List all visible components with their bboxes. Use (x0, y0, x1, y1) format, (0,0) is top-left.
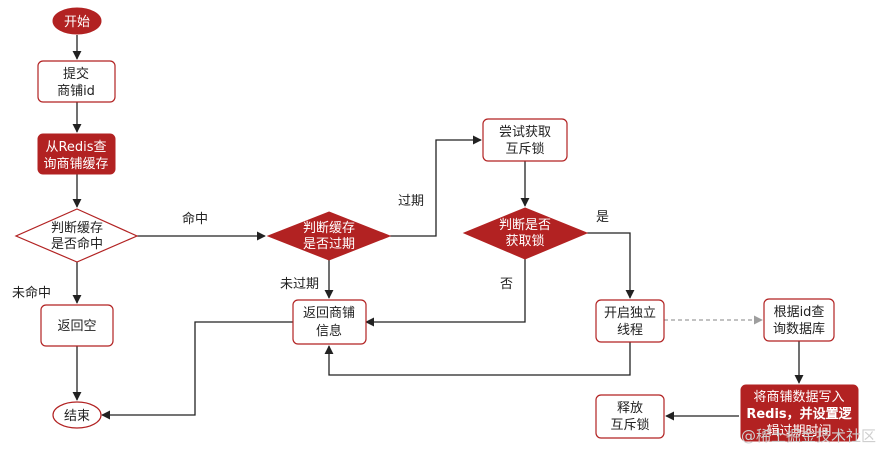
edge-judge-lock-to-start-thread (587, 232, 635, 299)
try-lock-label-line2: 互斥锁 (505, 141, 544, 157)
query-redis-label-line2: 询商铺缓存 (43, 157, 108, 172)
node-try-lock: 尝试获取 互斥锁 (482, 118, 568, 162)
release-lock-label-line1: 释放 (617, 401, 643, 416)
end-label: 结束 (64, 409, 90, 424)
query-redis-box (37, 133, 116, 175)
judge-expired-label-line1: 判断缓存 (303, 221, 355, 236)
edges (72, 35, 804, 421)
return-info-label-line1: 返回商铺 (303, 306, 355, 321)
judge-lock-diamond (462, 207, 589, 260)
start-thread-box (595, 299, 665, 343)
node-judge-lock: 判断是否 获取锁 (462, 207, 589, 260)
query-redis-label-line1: 从Redis查 (45, 140, 106, 155)
write-redis-label-line1: 将商铺数据写入 (753, 390, 844, 405)
query-db-label-line1: 根据id查 (774, 305, 825, 320)
edge-label-no: 否 (500, 277, 513, 292)
node-write-redis: 将商铺数据写入 Redis，并设置逻 辑过期时间 (740, 384, 859, 442)
write-redis-label-line3: 辑过期时间 (766, 424, 831, 439)
release-lock-label-line2: 互斥锁 (610, 417, 649, 433)
query-db-box (763, 298, 835, 342)
node-release-lock: 释放 互斥锁 (595, 394, 665, 439)
judge-hit-label-line1: 判断缓存 (51, 221, 103, 236)
node-judge-expired: 判断缓存 是否过期 (266, 211, 392, 261)
edge-labels: 命中 未命中 过期 未过期 是 否 (12, 194, 609, 301)
judge-hit-diamond (14, 208, 139, 263)
edge-judge-lock-to-return-info (365, 259, 526, 327)
start-thread-label-line1: 开启独立 (604, 306, 656, 321)
judge-expired-diamond (266, 211, 392, 261)
node-return-empty: 返回空 (40, 304, 114, 347)
watermark-text: @稀土掘金技术社区 (741, 427, 876, 445)
node-end: 结束 (52, 401, 102, 429)
try-lock-box (482, 118, 568, 162)
submit-box (37, 60, 116, 103)
edge-label-not-expired: 未过期 (280, 277, 319, 292)
judge-hit-label-line2: 是否命中 (51, 236, 103, 252)
query-db-label-line2: 询数据库 (773, 321, 825, 337)
judge-expired-label-line2: 是否过期 (303, 237, 355, 252)
node-judge-hit: 判断缓存 是否命中 (14, 208, 139, 263)
write-redis-label-line2: Redis，并设置逻 (746, 406, 852, 422)
submit-label-line1: 提交 (63, 66, 89, 82)
edge-label-hit: 命中 (182, 211, 208, 227)
return-info-box (292, 299, 367, 345)
node-submit: 提交 商铺id (37, 60, 116, 103)
submit-label-line2: 商铺id (57, 84, 95, 99)
start-label: 开始 (64, 15, 90, 30)
edge-label-miss: 未命中 (12, 285, 51, 301)
end-terminator-shape (52, 401, 102, 429)
release-lock-box (595, 394, 665, 439)
edge-start-thread-to-return-info (324, 342, 631, 376)
start-terminator-shape (52, 7, 102, 35)
return-empty-label: 返回空 (57, 319, 96, 334)
node-start: 开始 (52, 7, 102, 35)
start-thread-label-line2: 线程 (617, 323, 643, 338)
write-redis-box (740, 384, 859, 442)
edge-return-info-to-end (101, 321, 293, 420)
node-query-redis: 从Redis查 询商铺缓存 (37, 133, 116, 175)
edge-label-yes: 是 (596, 210, 609, 225)
edge-label-expired: 过期 (398, 194, 424, 209)
judge-lock-label-line2: 获取锁 (505, 233, 544, 249)
return-empty-box (40, 304, 114, 347)
node-start-thread: 开启独立 线程 (595, 299, 665, 343)
node-query-db: 根据id查 询数据库 (763, 298, 835, 342)
node-return-info: 返回商铺 信息 (292, 299, 367, 345)
judge-lock-label-line1: 判断是否 (499, 218, 551, 233)
return-info-label-line2: 信息 (316, 323, 342, 339)
edge-judge-expired-to-try-lock (390, 135, 482, 237)
try-lock-label-line1: 尝试获取 (499, 125, 551, 140)
